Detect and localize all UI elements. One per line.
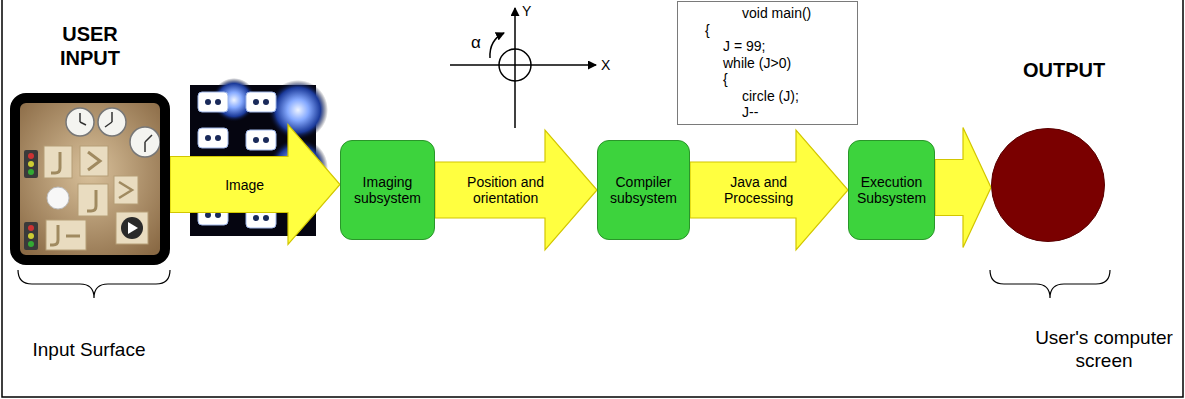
- output-node: OUTPUT: [991, 58, 1131, 242]
- camera-image: [263, 215, 269, 221]
- input-photo: [24, 150, 38, 178]
- coordinate-axes: [499, 49, 531, 81]
- block-arrow: [435, 130, 597, 250]
- code-line: J--: [678, 104, 857, 121]
- process-box: Execution Subsystem: [848, 140, 935, 240]
- input-photo: [105, 112, 112, 127]
- input-photo: [80, 146, 108, 176]
- part-label: User's computer screen: [1030, 326, 1178, 372]
- process-box: Imaging subsystem: [340, 140, 435, 240]
- brace: [18, 270, 170, 298]
- input-photo: [98, 108, 126, 136]
- input-photo: [88, 152, 100, 170]
- brace: [990, 270, 1110, 298]
- input-frame: [10, 93, 170, 265]
- coordinate-axes: [450, 8, 596, 128]
- input-photo: [28, 233, 34, 239]
- camera-image: [263, 99, 269, 105]
- camera-image: [253, 215, 259, 221]
- camera-image: [205, 135, 211, 141]
- axis-label: X: [601, 57, 610, 74]
- heading: USER INPUT: [40, 22, 140, 70]
- input-photo: [28, 161, 34, 167]
- code-line: void main(): [678, 5, 857, 22]
- input-photo: [47, 187, 69, 209]
- camera-image: [268, 80, 328, 140]
- input-photo: [145, 135, 152, 152]
- code-line: {: [678, 71, 857, 88]
- block-arrow: [935, 128, 991, 248]
- camera-image: [246, 130, 276, 150]
- input-photo: [44, 146, 72, 178]
- camera-image: [215, 99, 221, 105]
- heading: OUTPUT: [1023, 58, 1131, 82]
- box-label: Imaging subsystem: [345, 174, 430, 206]
- input-photo: [46, 220, 86, 250]
- arrow-label: Java and Processing: [709, 174, 809, 206]
- block-arrow: [170, 125, 340, 245]
- arrow-label: Image: [225, 177, 264, 193]
- camera-image: [215, 135, 221, 141]
- input-photo: [116, 212, 148, 244]
- axis-label: Y: [522, 3, 531, 20]
- camera-image: [198, 92, 228, 112]
- input-photo: [20, 103, 160, 255]
- input-photo: [51, 152, 60, 173]
- code-line: {: [678, 22, 857, 39]
- box-label: Execution Subsystem: [853, 174, 930, 206]
- coordinate-axes: [490, 33, 504, 58]
- output-circle: [991, 128, 1105, 242]
- arrow-label: Position and orientation: [456, 174, 556, 206]
- camera-image: [205, 99, 211, 105]
- camera-image: [198, 128, 228, 148]
- input-photo: [121, 217, 143, 239]
- input-photo: [119, 182, 132, 198]
- code-line: circle (J);: [678, 88, 857, 105]
- angle-label: α: [471, 33, 481, 53]
- input-photo: [28, 169, 34, 175]
- brace: [18, 270, 1110, 298]
- input-photo: [78, 184, 108, 216]
- input-photo: [20, 103, 160, 255]
- input-photo: [28, 241, 34, 247]
- input-photo: [130, 127, 160, 157]
- coordinate-axes: [514, 8, 516, 128]
- code-line: J = 99;: [678, 38, 857, 55]
- input-photo: [114, 176, 138, 204]
- input-photo: [50, 225, 80, 245]
- input-photo: [28, 153, 34, 159]
- code-box: void main(){J = 99;while (J>0){circle (J…: [677, 1, 858, 125]
- input-photo: [80, 113, 86, 125]
- block-arrow: [690, 130, 848, 250]
- input-photo: [87, 190, 96, 211]
- camera-image: [263, 137, 269, 143]
- box-label: Compiler subsystem: [602, 174, 685, 206]
- process-box: Compiler subsystem: [597, 140, 690, 240]
- code-line: while (J>0): [678, 55, 857, 72]
- part-label: Input Surface: [14, 338, 164, 361]
- camera-image: [253, 99, 259, 105]
- camera-image: [253, 137, 259, 143]
- input-photo: [66, 108, 94, 136]
- coordinate-axes: [450, 64, 596, 66]
- input-photo: [128, 222, 138, 234]
- input-photo: [28, 225, 34, 231]
- input-surface-node: USER INPUT: [10, 22, 170, 265]
- input-photo: [24, 222, 38, 250]
- camera-image: [246, 92, 276, 112]
